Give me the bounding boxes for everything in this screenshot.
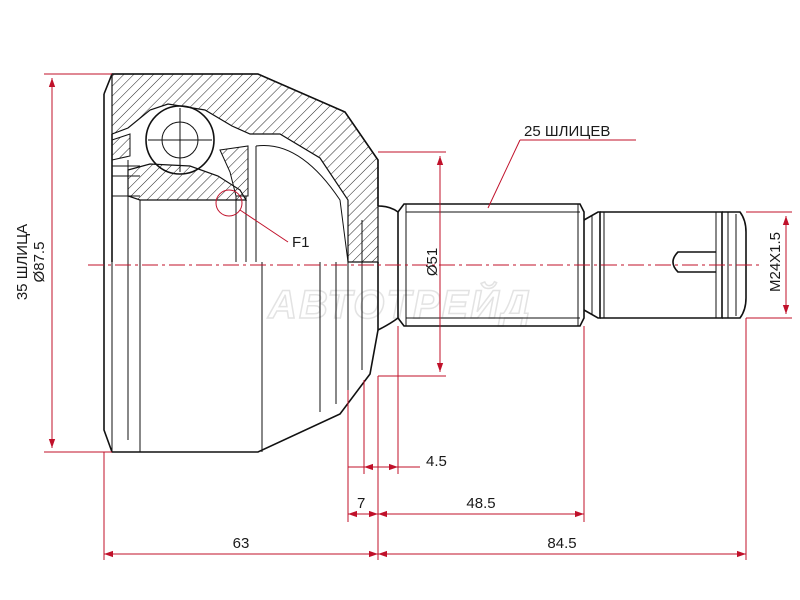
spline-length-label: 48.5 [466,495,495,512]
housing-section [103,73,379,263]
housing-length-label: 63 [233,535,250,552]
seal-diameter-dimension: Ø51 [378,151,446,377]
f1-point-marker [215,189,243,217]
shaft-length-label: 84.5 [547,535,576,552]
outer-splines-label: 35 ШЛИЦА [14,224,31,300]
f1-label: F1 [292,234,310,251]
spline-length-dimension: 48.5 [378,495,584,518]
seal-diameter-label: Ø51 [424,248,441,276]
cage-hatch [111,133,131,161]
shaft [377,203,747,331]
shaft-splines-leader [487,139,521,209]
ball [145,105,215,175]
cage-hatch-right [219,145,249,197]
shoulder-dimension: 7 [348,495,378,518]
thread-dimension: M24X1.5 [746,211,792,319]
housing-exterior [103,262,379,453]
thread-label: M24X1.5 [767,232,784,292]
shaft-length-dimension: 84.5 [378,535,746,558]
step-width-dimension: 4.5 [348,453,447,471]
outer-diameter-dimension: 35 ШЛИЦА Ø87.5 [14,73,112,453]
step-width-label: 4.5 [426,453,447,470]
outer-diameter-label: Ø87.5 [31,242,48,283]
housing-length-dimension: 63 [104,535,378,558]
shaft-splines-label: 25 ШЛИЦЕВ [524,123,610,140]
shoulder-width-label: 7 [357,495,365,512]
